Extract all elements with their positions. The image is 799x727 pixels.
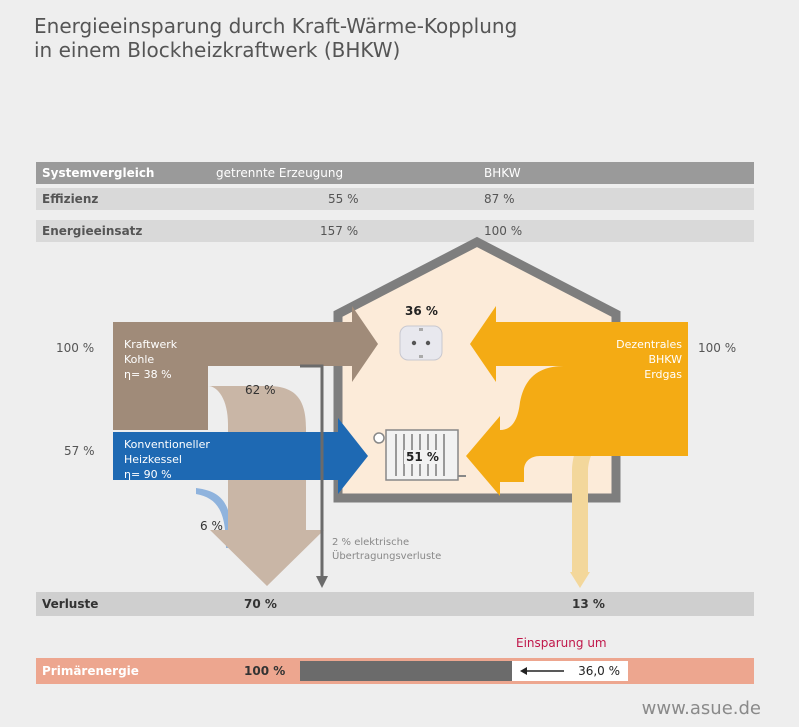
- title-line-1: Energieeinsparung durch Kraft-Wärme-Kopp…: [34, 14, 518, 38]
- kraftwerk-flow: [113, 306, 378, 430]
- transmission-loss-line-1: 2 % elektrische: [332, 537, 410, 548]
- kraftwerk-loss-pct: 62 %: [245, 383, 276, 397]
- heizkessel-eta: η= 90 %: [124, 468, 172, 481]
- energieeinsatz-bhkw: 100 %: [484, 224, 523, 238]
- bhkw-flow: [466, 306, 688, 496]
- transmission-loss-arrowhead: [316, 576, 328, 588]
- einsparung-label: Einsparung um: [516, 636, 607, 650]
- title-line-2: in einem Blockheizkraftwerk (BHKW): [34, 38, 401, 62]
- bhkw-input-pct: 100 %: [698, 341, 737, 355]
- page-title: Energieeinsparung durch Kraft-Wärme-Kopp…: [34, 14, 517, 62]
- transmission-loss-line-2: Übertragungsverluste: [332, 551, 442, 562]
- socket-icon: [399, 325, 443, 361]
- heizkessel-label-line-2: Heizkessel: [124, 453, 182, 466]
- bhkw-loss-flow-body: [570, 412, 688, 588]
- kraftwerk-eta: η= 38 %: [124, 368, 172, 381]
- effizienz-label: Effizienz: [42, 192, 99, 206]
- transmission-loss-line: [300, 364, 324, 578]
- kraftwerk-label-line-1: Kraftwerk: [124, 338, 178, 351]
- heizkessel-input-pct: 57 %: [64, 444, 95, 458]
- heizkessel-flow: [113, 418, 368, 494]
- verluste-right: 13 %: [572, 597, 605, 611]
- primaerenergie-value: 100 %: [244, 664, 286, 678]
- effizienz-getrennt: 55 %: [328, 192, 359, 206]
- primaerenergie-label: Primärenergie: [42, 664, 139, 678]
- verluste-label: Verluste: [42, 597, 99, 611]
- heizkessel-loss-pct: 6 %: [200, 519, 223, 533]
- bhkw-label-line-1: Dezentrales: [616, 338, 682, 351]
- kraftwerk-label: Kraftwerk Kohle η= 38 %: [124, 337, 177, 382]
- waerme-pct: 51 %: [404, 450, 441, 464]
- einsparung-box: 36,0 %: [512, 661, 628, 681]
- kraftwerk-loss-flow: [208, 386, 324, 586]
- einsparung-arrow-icon: [520, 667, 564, 675]
- kraftwerk-label-line-2: Kohle: [124, 353, 155, 366]
- energieeinsatz-label: Energieeinsatz: [42, 224, 143, 238]
- transmission-loss-label: 2 % elektrische Übertragungsverluste: [332, 536, 441, 564]
- bhkw-label: Dezentrales BHKW Erdgas: [588, 337, 682, 382]
- bhkw-label-line-3: Erdgas: [644, 368, 682, 381]
- header-systemvergleich: Systemvergleich: [42, 166, 155, 180]
- verluste-left: 70 %: [244, 597, 277, 611]
- heizkessel-label: Konventioneller Heizkessel η= 90 %: [124, 437, 210, 482]
- heizkessel-loss-flow: [196, 488, 232, 548]
- header-getrennte-erzeugung: getrennte Erzeugung: [216, 166, 344, 180]
- verluste-row: Verluste 70 % 13 %: [36, 592, 754, 616]
- table-row-energieeinsatz: Energieeinsatz 157 % 100 %: [36, 220, 754, 242]
- strom-pct: 36 %: [405, 304, 438, 318]
- footer-url: www.asue.de: [641, 698, 761, 719]
- table-row-effizienz: Effizienz 55 % 87 %: [36, 188, 754, 210]
- table-header-row: Systemvergleich getrennte Erzeugung BHKW: [36, 162, 754, 184]
- bhkw-label-line-2: BHKW: [648, 353, 682, 366]
- primaerenergie-bar: [300, 661, 512, 681]
- header-bhkw: BHKW: [484, 166, 521, 180]
- kraftwerk-input-pct: 100 %: [56, 341, 95, 355]
- effizienz-bhkw: 87 %: [484, 192, 515, 206]
- einsparung-value: 36,0 %: [578, 664, 620, 678]
- heizkessel-label-line-1: Konventioneller: [124, 438, 210, 451]
- energieeinsatz-getrennt: 157 %: [320, 224, 359, 238]
